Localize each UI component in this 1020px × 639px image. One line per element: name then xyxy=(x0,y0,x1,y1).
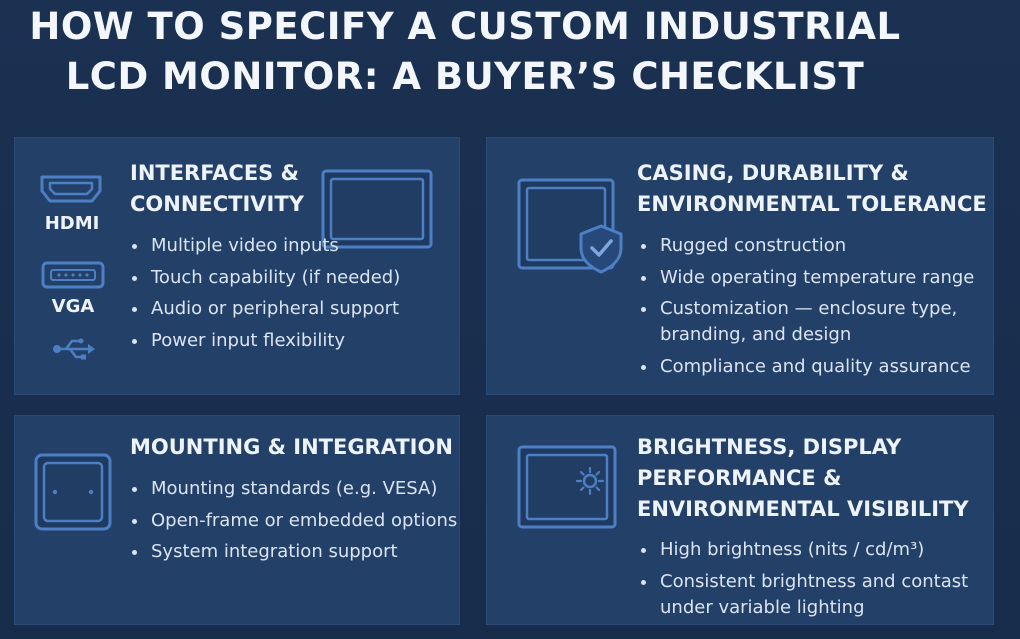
vga-port-icon xyxy=(41,261,105,289)
list-item: Touch capability (if needed) xyxy=(130,265,400,291)
page-title: HOW TO SPECIFY A CUSTOM INDUSTRIAL LCD M… xyxy=(0,2,930,102)
mounting-integration-panel: MOUNTING & INTEGRATION Mounting standard… xyxy=(14,415,460,625)
vga-label: VGA xyxy=(51,296,95,317)
display-sun-icon xyxy=(517,445,617,529)
panel-title: CASING, DURABILITY & ENVIRONMENTAL TOLER… xyxy=(637,161,987,216)
list-item: Power input flexibility xyxy=(130,328,400,354)
list-item: Customization — enclosure type, branding… xyxy=(639,296,974,348)
hdmi-label: HDMI xyxy=(44,213,100,234)
bullet-list: Rugged construction Wide operating tempe… xyxy=(639,233,974,385)
interfaces-connectivity-panel: HDMI VGA INTERFACES & CONNECTIVITY Multi… xyxy=(14,137,460,395)
panel-title: INTERFACES & CONNECTIVITY xyxy=(130,161,304,216)
bullet-list: High brightness (nits / cd/m³) Consisten… xyxy=(639,537,968,626)
list-item: Multiple video inputs xyxy=(130,233,400,259)
list-item: Wide operating temperature range xyxy=(639,265,974,291)
mounting-plate-icon xyxy=(34,453,112,531)
list-item: Audio or peripheral support xyxy=(130,296,400,322)
monitor-shield-icon xyxy=(517,178,623,274)
bullet-list: Mounting standards (e.g. VESA) Open-fram… xyxy=(130,476,457,571)
list-item: Mounting standards (e.g. VESA) xyxy=(130,476,457,502)
list-item: Open-frame or embedded options xyxy=(130,508,457,534)
list-item: Rugged construction xyxy=(639,233,974,259)
list-item: Consistent brightness and contast under … xyxy=(639,569,968,621)
hdmi-port-icon xyxy=(40,175,102,203)
list-item: Compliance and quality assurance xyxy=(639,354,974,380)
casing-durability-panel: CASING, DURABILITY & ENVIRONMENTAL TOLER… xyxy=(486,137,994,395)
title-line-1: HOW TO SPECIFY A CUSTOM INDUSTRIAL xyxy=(29,5,901,48)
usb-icon xyxy=(53,338,95,360)
title-line-2: LCD MONITOR: A BUYER’S CHECKLIST xyxy=(65,55,865,98)
list-item: System integration support xyxy=(130,539,457,565)
list-item: High brightness (nits / cd/m³) xyxy=(639,537,968,563)
monitor-icon xyxy=(321,169,433,249)
bullet-list: Multiple video inputs Touch capability (… xyxy=(130,233,400,359)
panel-title: MOUNTING & INTEGRATION xyxy=(130,435,453,459)
brightness-performance-panel: BRIGHTNESS, DISPLAY PERFORMANCE & ENVIRO… xyxy=(486,415,994,625)
panel-title: BRIGHTNESS, DISPLAY PERFORMANCE & ENVIRO… xyxy=(637,435,969,521)
